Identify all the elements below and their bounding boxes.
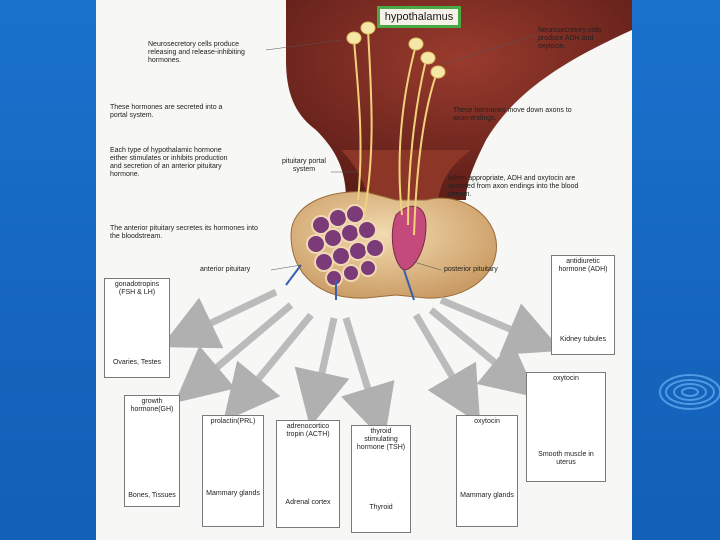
label-pituitary-portal: pituitary portal system (276, 158, 332, 174)
card-title: adrenocortico tropin (ACTH) (277, 421, 339, 439)
label-neurosecretory-right: Neurosecretory cells produce ADH and oxy… (538, 27, 618, 51)
card-title: growth hormone(GH) (125, 396, 179, 414)
ripple-decoration-icon (650, 362, 720, 422)
card-title: thyroid stimulating hormone (TSH) (352, 426, 410, 452)
card-oxytocin-mammary: oxytocin Mammary glands (456, 415, 518, 527)
card-title: gonadotropins (FSH & LH) (105, 279, 169, 297)
label-anterior-secretes: The anterior pituitary secretes its horm… (110, 225, 260, 241)
card-prolactin: prolactin(PRL) Mammary glands (202, 415, 264, 527)
card-tsh: thyroid stimulating hormone (TSH) Thyroi… (351, 425, 411, 533)
hypothalamus-title-box: hypothalamus (377, 6, 461, 28)
card-caption: Adrenal cortex (277, 439, 339, 507)
hormone-arrows (186, 292, 536, 415)
label-posterior-pituitary: posterior pituitary (444, 266, 524, 274)
label-adh-secreted: When appropriate, ADH and oxytocin are s… (448, 175, 598, 199)
card-growth: growth hormone(GH) Bones, Tissues (124, 395, 180, 507)
card-title: antidiuretic hormone (ADH) (552, 256, 614, 274)
label-portal-system: These hormones are secreted into a porta… (110, 104, 240, 120)
card-caption: Thyroid (352, 452, 410, 512)
diagram-panel: hypothalamus Neurosecretory cells produc… (96, 0, 632, 540)
card-oxytocin-uterus: oxytocin Smooth muscle in uterus (526, 372, 606, 482)
card-title: prolactin(PRL) (203, 416, 263, 426)
card-title: oxytocin (457, 416, 517, 426)
label-axons: These hormones move down axons to axon e… (453, 107, 583, 123)
card-caption: Mammary glands (457, 426, 517, 500)
label-anterior-pituitary: anterior pituitary (200, 266, 280, 274)
card-adh: antidiuretic hormone (ADH) Kidney tubule… (551, 255, 615, 355)
card-acth: adrenocortico tropin (ACTH) Adrenal cort… (276, 420, 340, 528)
card-caption: Kidney tubules (552, 274, 614, 344)
card-caption: Smooth muscle in uterus (527, 383, 605, 467)
label-neurosecretory-left: Neurosecretory cells produce releasing a… (148, 41, 266, 65)
card-gonadotropins: gonadotropins (FSH & LH) Ovaries, Testes (104, 278, 170, 378)
card-title: oxytocin (527, 373, 605, 383)
card-caption: Ovaries, Testes (105, 297, 169, 367)
card-caption: Mammary glands (203, 426, 263, 498)
label-each-type: Each type of hypothalamic hormone either… (110, 147, 240, 179)
card-caption: Bones, Tissues (125, 414, 179, 500)
